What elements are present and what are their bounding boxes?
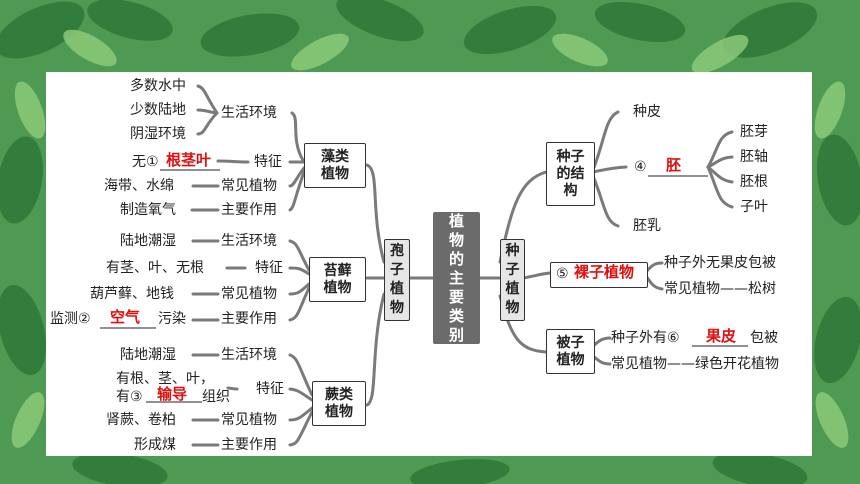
algae-role-label: 主要作用 — [221, 202, 277, 218]
algae-common: 海带、水绵 — [104, 178, 174, 194]
moss-role-prefix: 监测② — [50, 311, 91, 327]
moss-habitat-label: 生活环境 — [221, 233, 277, 249]
algae-title: 藻类植物 — [321, 148, 349, 182]
embryo-part-radicle: 胚根 — [740, 174, 768, 190]
seed-structure-node: 种子的结构 — [546, 142, 595, 206]
algae-habitat-label: 生活环境 — [221, 105, 277, 121]
moss-common-label: 常见植物 — [221, 286, 277, 302]
fern-common-label: 常见植物 — [221, 412, 277, 428]
algae-role: 制造氧气 — [120, 202, 176, 218]
central-title: 植物的主要类别 — [448, 211, 464, 344]
fern-title: 蕨类植物 — [325, 386, 353, 420]
algae-habitat-1: 多数水中 — [130, 78, 186, 94]
angiosperm-feature-prefix: 种子外有⑥ — [611, 330, 680, 346]
fern-role-label: 主要作用 — [221, 437, 277, 453]
algae-node: 藻类植物 — [304, 143, 366, 188]
angiosperm-common: 常见植物——绿色开花植物 — [611, 356, 779, 372]
embryo-prefix: ④ — [634, 159, 647, 175]
moss-habitat: 陆地潮湿 — [120, 233, 176, 249]
algae-common-label: 常见植物 — [221, 178, 277, 194]
algae-habitat-3: 阴湿环境 — [130, 126, 186, 142]
moss-feature: 有茎、叶、无根 — [106, 260, 204, 276]
fern-common: 肾蕨、卷柏 — [106, 412, 176, 428]
seed-plants-node: 种子植物 — [500, 239, 525, 321]
moss-title: 苔藓植物 — [323, 262, 352, 296]
diagram-panel — [46, 72, 812, 456]
spore-plants-node: 孢子植物 — [384, 239, 410, 321]
gymnosperm-prefix: ⑤ — [556, 266, 569, 282]
fern-feature-label: 特征 — [256, 381, 284, 397]
seed-coat: 种皮 — [633, 104, 661, 120]
algae-feature-answer: 根茎叶 — [166, 151, 212, 169]
seed-structure-title: 种子的结构 — [556, 148, 585, 199]
fern-role: 形成煤 — [134, 437, 176, 453]
gymnosperm-node — [550, 262, 648, 288]
algae-feature-prefix: 无① — [132, 154, 159, 170]
fern-habitat-label: 生活环境 — [221, 347, 277, 363]
embryo-part-cotyledon: 子叶 — [740, 199, 768, 215]
angiosperm-feature-answer: 果皮 — [706, 327, 737, 345]
moss-node: 苔藓植物 — [309, 257, 366, 302]
angiosperm-title: 被子植物 — [556, 334, 585, 368]
fern-feature-line1: 有根、茎、叶， — [116, 371, 214, 387]
algae-habitat-2: 少数陆地 — [130, 102, 186, 118]
moss-common: 葫芦藓、地钱 — [90, 286, 174, 302]
moss-role-label: 主要作用 — [221, 311, 277, 327]
embryo-part-plumule: 胚芽 — [740, 124, 768, 140]
gymnosperm-common: 常见植物——松树 — [664, 281, 776, 297]
fern-feature-suffix: 组织 — [202, 389, 230, 405]
seed-plants-title: 种子植物 — [505, 243, 520, 316]
embryo-answer: 胚 — [666, 156, 682, 174]
angiosperm-feature-suffix: 包被 — [750, 330, 778, 346]
spore-plants-title: 孢子植物 — [390, 243, 404, 316]
moss-feature-label: 特征 — [255, 260, 283, 276]
fern-habitat: 陆地潮湿 — [120, 347, 176, 363]
embryo-part-hypocotyl: 胚轴 — [740, 149, 768, 165]
gymnosperm-feature: 种子外无果皮包被 — [664, 255, 776, 271]
fern-feature-prefix: 有③ — [116, 389, 143, 405]
central-node: 植物的主要类别 — [433, 212, 480, 344]
fern-feature-answer: 输导 — [157, 385, 188, 403]
endosperm: 胚乳 — [633, 218, 661, 234]
moss-role-answer: 空气 — [110, 308, 141, 326]
fern-node: 蕨类植物 — [312, 381, 366, 426]
angiosperm-node: 被子植物 — [546, 329, 595, 374]
moss-role-suffix: 污染 — [158, 311, 186, 327]
algae-feature-label: 特征 — [254, 154, 282, 170]
gymnosperm-answer: 裸子植物 — [574, 263, 635, 281]
